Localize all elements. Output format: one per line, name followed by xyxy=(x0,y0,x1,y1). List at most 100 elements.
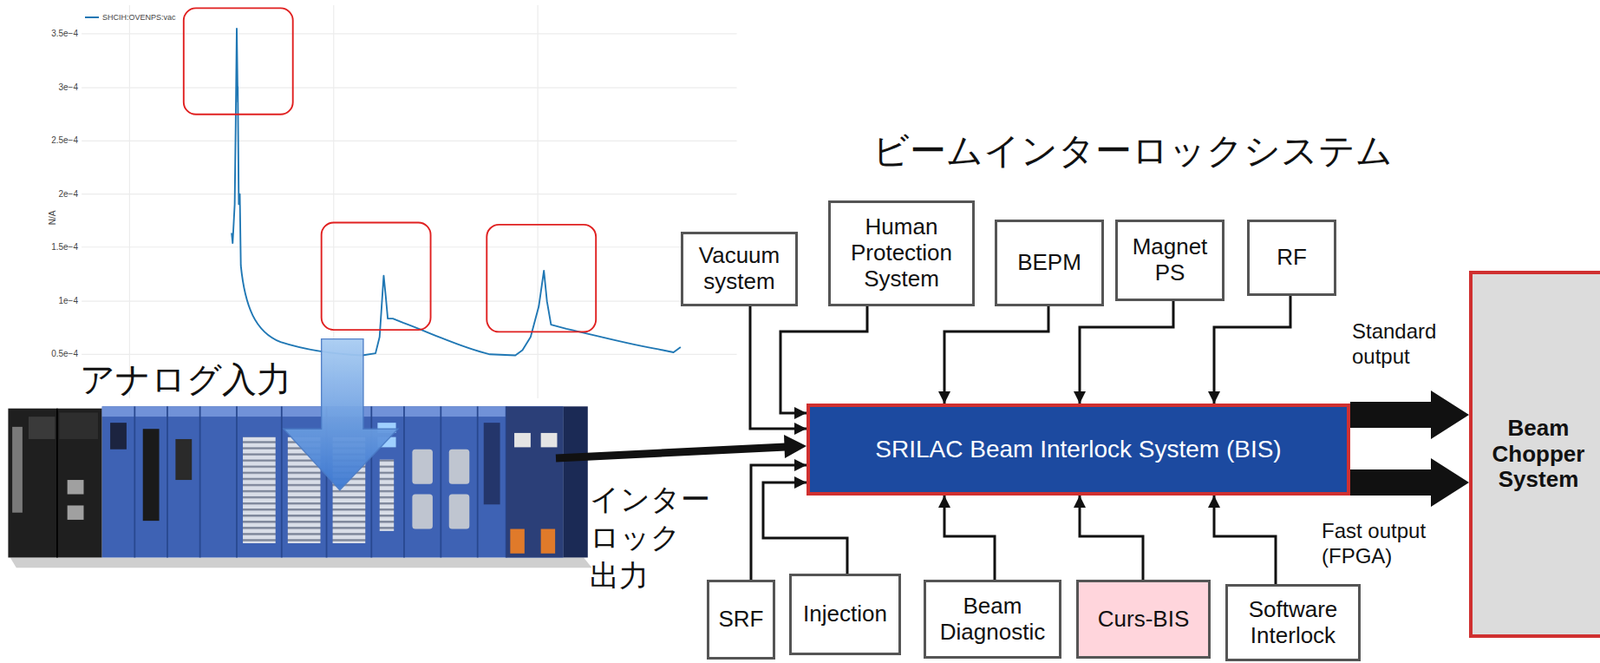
drawing-part xyxy=(28,416,56,439)
drawing-part xyxy=(321,222,432,331)
axis-tick: 1e−4 xyxy=(58,295,79,307)
input-connector xyxy=(763,482,848,574)
drawing-part xyxy=(199,405,202,557)
diagram-title: ビームインターロックシステム xyxy=(872,130,1393,172)
chart-line xyxy=(231,28,681,356)
drawing-part xyxy=(486,224,596,333)
box-text: Software Interlock xyxy=(1233,596,1353,649)
box-text: Injection xyxy=(803,600,888,627)
input-connector xyxy=(944,495,995,580)
drawing-part xyxy=(379,459,394,531)
drawing-part xyxy=(58,411,98,439)
axis-tick: 2e−4 xyxy=(58,189,79,200)
drawing-part xyxy=(280,405,283,557)
input-box: Vacuum system xyxy=(680,231,798,307)
chopper-box: Beam Chopper System xyxy=(1469,270,1600,638)
input-box: Curs-BIS xyxy=(1076,579,1211,659)
drawing-part xyxy=(81,246,737,248)
axis-tick: 2.5e−4 xyxy=(51,135,79,146)
highlight-boxes xyxy=(183,7,596,332)
box-text: Vacuum system xyxy=(688,242,791,295)
interlock-system-box: SRILAC Beam Interlock System (BIS) xyxy=(806,403,1351,496)
drawing-part xyxy=(7,408,102,558)
drawing-part xyxy=(110,422,127,450)
drawing-part xyxy=(81,300,737,302)
drawing-part xyxy=(563,405,588,557)
drawing-part xyxy=(81,193,737,195)
edge-label: Fast output (FPGA) xyxy=(1321,518,1452,569)
drawing-part xyxy=(449,449,471,484)
drawing-part xyxy=(183,7,294,114)
input-box: Human Protection System xyxy=(828,200,975,307)
drawing-part xyxy=(81,87,737,89)
drawing-part xyxy=(509,528,524,554)
drawing-part xyxy=(411,449,433,484)
drawing-part xyxy=(439,405,442,557)
legend-text: SHCIH:OVENPS:vac xyxy=(102,13,177,22)
input-box: RF xyxy=(1247,219,1337,296)
axis-tick: 3e−4 xyxy=(58,82,79,93)
box-text: Magnet PS xyxy=(1123,234,1217,287)
drawing-part xyxy=(235,405,238,557)
drawing-part xyxy=(67,479,85,494)
input-connector xyxy=(1214,495,1276,584)
drawing-part xyxy=(411,494,433,529)
input-box: BEPM xyxy=(994,219,1104,307)
drawing-part xyxy=(166,405,169,557)
drawing-part xyxy=(12,426,23,513)
box-text: Beam Diagnostic xyxy=(931,593,1054,646)
box-text: BEPM xyxy=(1017,249,1082,276)
drawing-part xyxy=(81,32,737,34)
input-box: Magnet PS xyxy=(1115,219,1225,301)
chart-grid xyxy=(81,5,737,399)
axis-tick: 1.5e−4 xyxy=(51,241,79,253)
input-connector xyxy=(750,306,807,429)
drawing-part xyxy=(483,422,501,504)
input-label: アナログ入力 xyxy=(79,359,292,399)
axis-tick: 0.5e−4 xyxy=(51,348,79,360)
drawing-part xyxy=(541,528,556,554)
interlock-output-arrow xyxy=(555,434,807,458)
box-text: RF xyxy=(1276,244,1307,271)
analog-input-arrow xyxy=(283,339,399,490)
drawing-part xyxy=(403,405,405,557)
input-connector xyxy=(944,306,1049,404)
drawing-part xyxy=(541,432,558,447)
input-box: Software Interlock xyxy=(1225,583,1361,661)
legend-line-sample xyxy=(84,16,99,19)
input-box: Beam Diagnostic xyxy=(923,579,1062,659)
axis-title: N/A xyxy=(47,210,59,226)
drawing-part xyxy=(10,556,593,568)
box-text: SRF xyxy=(718,606,765,633)
box-text: Curs-BIS xyxy=(1097,606,1189,633)
drawing-part xyxy=(133,405,136,557)
drawing-part xyxy=(537,5,539,399)
box-text: Beam Chopper System xyxy=(1477,415,1600,494)
output-label: インター ロック 出力 xyxy=(589,479,748,595)
box-text: SRILAC Beam Interlock System (BIS) xyxy=(875,435,1281,464)
input-box: Injection xyxy=(789,573,902,655)
drawing-part xyxy=(56,408,59,558)
drawing-part xyxy=(129,5,131,399)
drawing-part xyxy=(175,438,192,480)
input-connector xyxy=(780,306,868,413)
input-connector xyxy=(1214,295,1291,404)
input-connector xyxy=(1079,495,1143,580)
drawing-part xyxy=(506,405,564,557)
drawing-part xyxy=(242,437,276,543)
drawing-part xyxy=(476,405,479,557)
input-connector xyxy=(1079,300,1174,404)
drawing-part xyxy=(783,434,807,458)
box-text: Human Protection System xyxy=(835,214,967,293)
drawing-part xyxy=(81,353,737,355)
drawing-part xyxy=(81,140,737,142)
output-arrow xyxy=(1350,457,1470,507)
output-arrow xyxy=(1350,390,1470,439)
edge-label: Standard output xyxy=(1351,319,1452,370)
input-box: SRF xyxy=(706,579,776,660)
drawing-part xyxy=(449,494,471,529)
drawing-part xyxy=(143,428,160,521)
drawing-part xyxy=(555,446,786,458)
